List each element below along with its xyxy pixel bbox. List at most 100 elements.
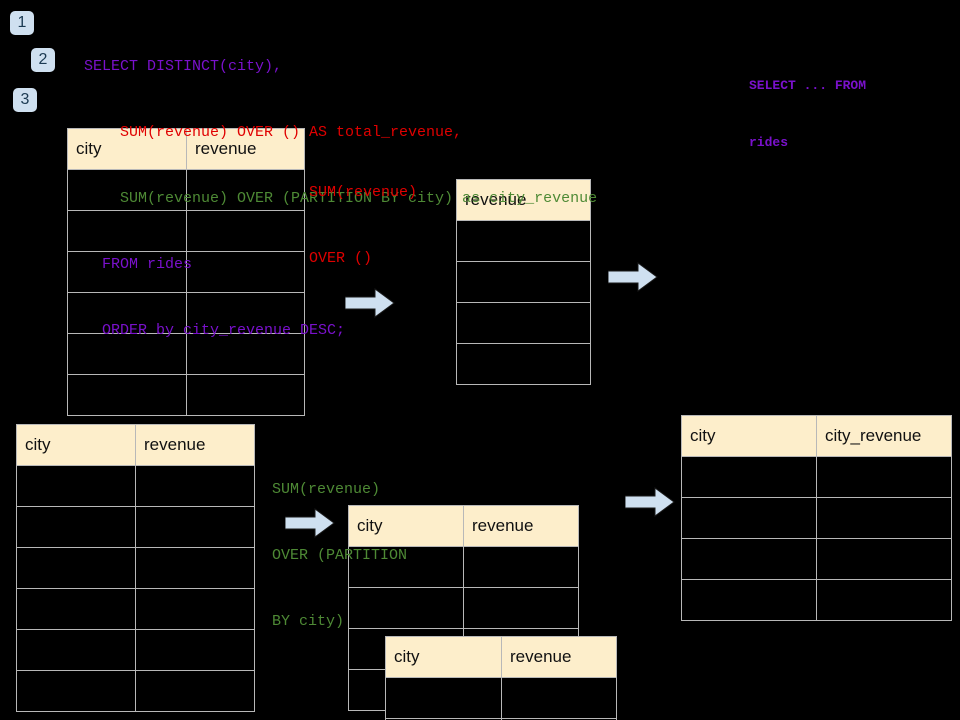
- table-row: [348, 546, 579, 588]
- table-cell-revenue: [186, 169, 305, 211]
- column-header-city: city: [348, 505, 464, 547]
- annotation-select-from-rides-line-2: rides: [749, 135, 789, 150]
- table-row: [681, 497, 952, 539]
- column-header-revenue: revenue: [463, 505, 579, 547]
- table-cell-city: [348, 587, 464, 629]
- table-row: [16, 547, 255, 589]
- annotation-select-from-rides: SELECT ... FROM rides: [749, 38, 866, 190]
- table-cell-city: [16, 506, 136, 548]
- column-header-city: city: [67, 128, 187, 170]
- sql-line-1: SELECT DISTINCT(city),: [84, 58, 283, 75]
- column-header-city: city: [16, 424, 136, 466]
- table-row: [67, 169, 305, 211]
- sql-line-3: SUM(revenue) OVER (PARTITION BY city) as…: [84, 190, 598, 207]
- table-source-rides-top: city revenue: [67, 128, 305, 416]
- table-cell-revenue: [135, 670, 255, 712]
- table-cell-city-revenue: [816, 497, 952, 539]
- table-row: [385, 718, 617, 720]
- table-row: [67, 333, 305, 375]
- table-cell-city: [385, 677, 502, 719]
- table-row: [16, 588, 255, 630]
- annotation-sum-over-partition: SUM(revenue) OVER (PARTITION BY city): [272, 435, 407, 677]
- table-cell-city: [16, 465, 136, 507]
- table-cell-city-revenue: [816, 538, 952, 580]
- arrow-source-to-total: [345, 288, 395, 318]
- table-cell-revenue: [463, 587, 579, 629]
- column-header-city-revenue: city_revenue: [816, 415, 952, 457]
- column-header-revenue: revenue: [186, 128, 305, 170]
- step-badge-3: 3: [13, 88, 37, 112]
- table-cell-city: [67, 292, 187, 334]
- annotation-sum-over-partition-line-1: SUM(revenue): [272, 481, 381, 498]
- table-cell-city: [681, 456, 817, 498]
- table-cell-revenue: [135, 629, 255, 671]
- table-header-row: revenue: [456, 179, 591, 221]
- step-badge-2: 2: [31, 48, 55, 72]
- table-cell-city: [681, 497, 817, 539]
- table-partition-group-front: city revenue: [385, 636, 617, 720]
- column-header-city: city: [681, 415, 817, 457]
- sql-line-5: ORDER by city_revenue DESC;: [84, 322, 346, 339]
- arrow-total-to-result: [608, 262, 658, 292]
- table-cell-city: [16, 547, 136, 589]
- table-cell-revenue: [456, 261, 591, 303]
- table-cell-city: [16, 629, 136, 671]
- annotation-sum-over-partition-line-2: OVER (PARTITION: [272, 547, 408, 564]
- table-header-row: city revenue: [385, 636, 617, 678]
- table-row: [681, 579, 952, 621]
- table-cell-city: [67, 333, 187, 375]
- table-row: [16, 670, 255, 712]
- annotation-select-from-rides-line-1: SELECT ... FROM: [749, 78, 867, 93]
- table-row: [385, 677, 617, 719]
- table-header-row: city city_revenue: [681, 415, 952, 457]
- table-row: [681, 538, 952, 580]
- step-badge-1: 1: [10, 11, 34, 35]
- table-row: [456, 302, 591, 344]
- table-row: [67, 210, 305, 252]
- table-cell-revenue: [501, 677, 617, 719]
- table-result-city-revenue: city city_revenue: [681, 415, 952, 621]
- table-cell-city-revenue: [816, 456, 952, 498]
- arrow-source-to-partition: [285, 508, 335, 538]
- sql-line-4: FROM rides: [84, 256, 193, 273]
- table-source-rides-bottom: city revenue: [16, 424, 255, 712]
- table-row: [67, 292, 305, 334]
- table-cell-city: [681, 579, 817, 621]
- table-header-row: city revenue: [348, 505, 579, 547]
- table-row: [456, 220, 591, 262]
- table-cell-revenue: [135, 506, 255, 548]
- table-cell-city-revenue: [816, 579, 952, 621]
- table-header-row: city revenue: [67, 128, 305, 170]
- table-row: [67, 374, 305, 416]
- table-row: [16, 506, 255, 548]
- column-header-revenue: revenue: [456, 179, 591, 221]
- table-row: [681, 456, 952, 498]
- table-cell-city: [67, 374, 187, 416]
- table-header-row: city revenue: [16, 424, 255, 466]
- column-header-revenue: revenue: [135, 424, 255, 466]
- table-cell-revenue: [463, 546, 579, 588]
- table-cell-revenue: [186, 210, 305, 252]
- table-cell-revenue: [135, 588, 255, 630]
- table-cell-city: [16, 670, 136, 712]
- table-row: [456, 343, 591, 385]
- table-cell-revenue: [186, 333, 305, 375]
- table-cell-revenue: [456, 302, 591, 344]
- table-row: [456, 261, 591, 303]
- table-row: [348, 587, 579, 629]
- annotation-sum-over-partition-line-3: BY city): [272, 613, 345, 630]
- sql-line-2: SUM(revenue) OVER () AS total_revenue,: [84, 124, 463, 141]
- table-cell-revenue: [501, 718, 617, 720]
- table-cell-revenue: [135, 547, 255, 589]
- table-cell-city: [67, 169, 187, 211]
- table-total-revenue: revenue: [456, 179, 591, 385]
- table-row: [16, 629, 255, 671]
- table-row: [16, 465, 255, 507]
- column-header-revenue: revenue: [501, 636, 617, 678]
- arrow-partition-to-result: [625, 487, 675, 517]
- table-cell-city: [16, 588, 136, 630]
- table-cell-city: [348, 546, 464, 588]
- table-cell-revenue: [186, 374, 305, 416]
- table-cell-revenue: [456, 220, 591, 262]
